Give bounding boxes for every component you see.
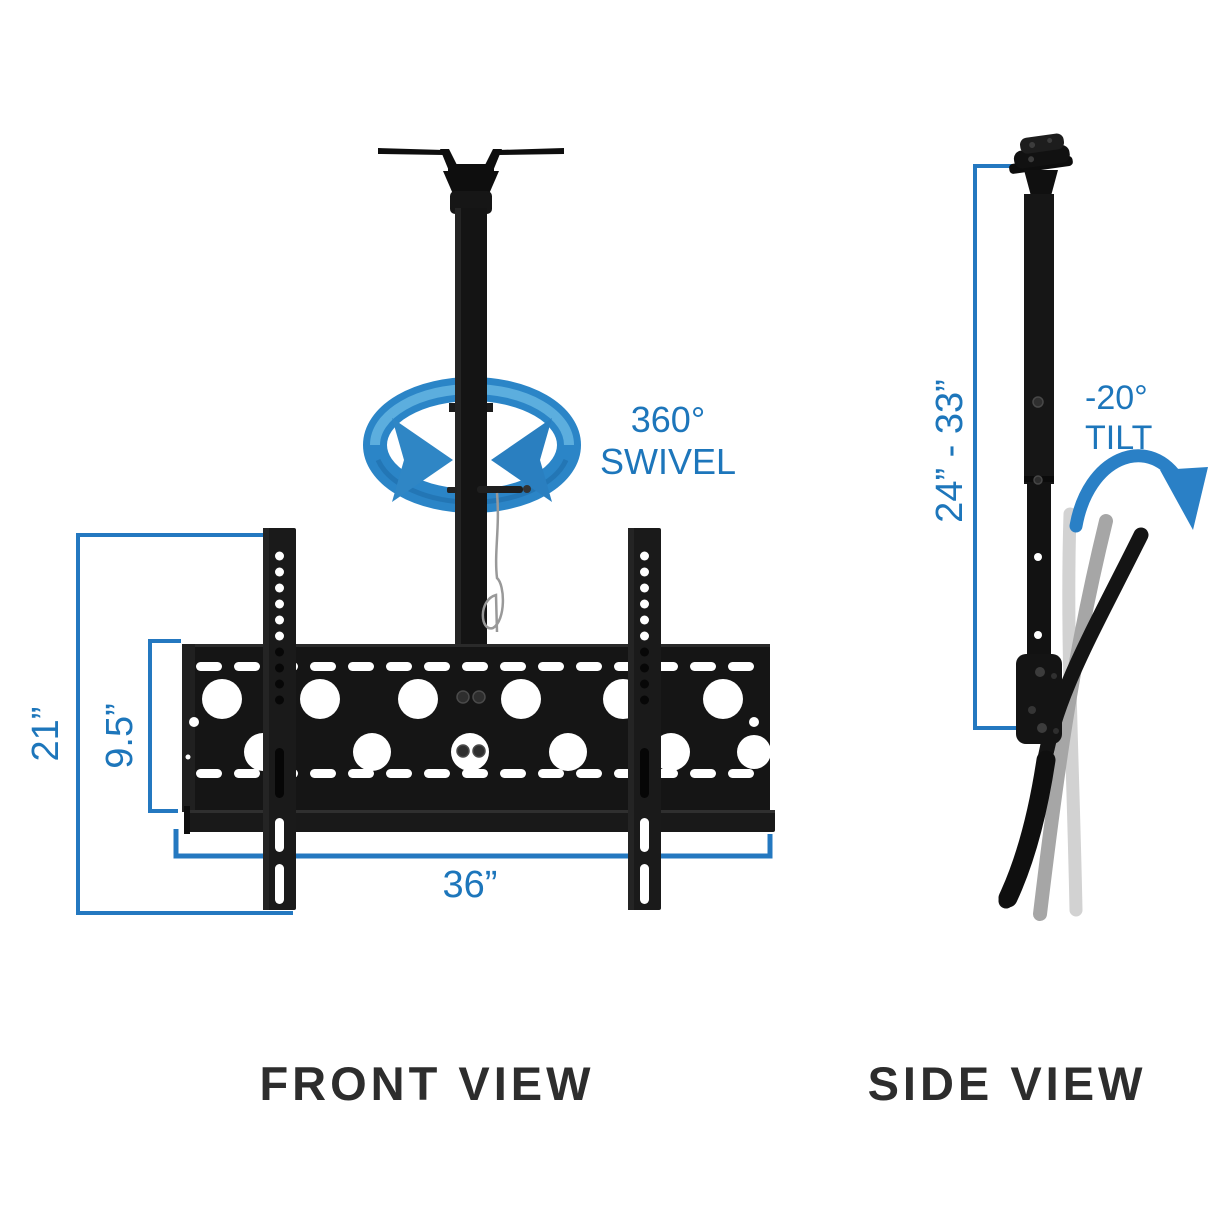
- dimension-label-24-33in: 24” - 33”: [929, 379, 971, 523]
- tilt-plate-black: [998, 527, 1149, 909]
- ceiling-plate: [378, 148, 564, 214]
- side-view-title: SIDE VIEW: [867, 1057, 1147, 1110]
- tilt-annotation: -20° TILT: [1085, 378, 1205, 458]
- swivel-arrowheads-icon: [392, 418, 552, 502]
- dimension-lines-front: [76, 533, 773, 915]
- ghost-plates: [1033, 507, 1113, 921]
- tilt-degrees: -20°: [1085, 379, 1148, 417]
- swivel-degrees: 360°: [630, 399, 706, 440]
- front-view-diagram: [76, 148, 775, 915]
- vesa-rail-right: [628, 528, 661, 910]
- center-screws: [456, 690, 486, 758]
- dimension-label-36in: 36”: [442, 864, 498, 906]
- side-view-diagram: [973, 133, 1208, 921]
- ceiling-cone-side: [1024, 170, 1058, 196]
- swivel-annotation: 360° SWIVEL: [568, 399, 768, 484]
- tilt-word: TILT: [1085, 419, 1153, 458]
- dimension-line-24-33in: [973, 164, 1031, 730]
- front-view-title: FRONT VIEW: [259, 1057, 595, 1110]
- dimension-label-9-5in: 9.5”: [99, 703, 141, 769]
- pivot-bracket: [1016, 654, 1062, 744]
- dimension-label-21in: 21”: [25, 706, 67, 762]
- mount-pole-side: [1024, 194, 1054, 670]
- dimension-line-36in: [173, 829, 773, 859]
- dimension-line-9-5in: [148, 639, 181, 813]
- mount-pole-front: [449, 208, 493, 660]
- ceiling-bracket-side: [1009, 133, 1073, 174]
- dimension-line-21in: [76, 533, 293, 915]
- vesa-rail-left: [263, 528, 296, 910]
- security-cable: [447, 485, 531, 633]
- tilt-arrow-icon: [1069, 449, 1208, 533]
- swivel-word: SWIVEL: [599, 441, 737, 483]
